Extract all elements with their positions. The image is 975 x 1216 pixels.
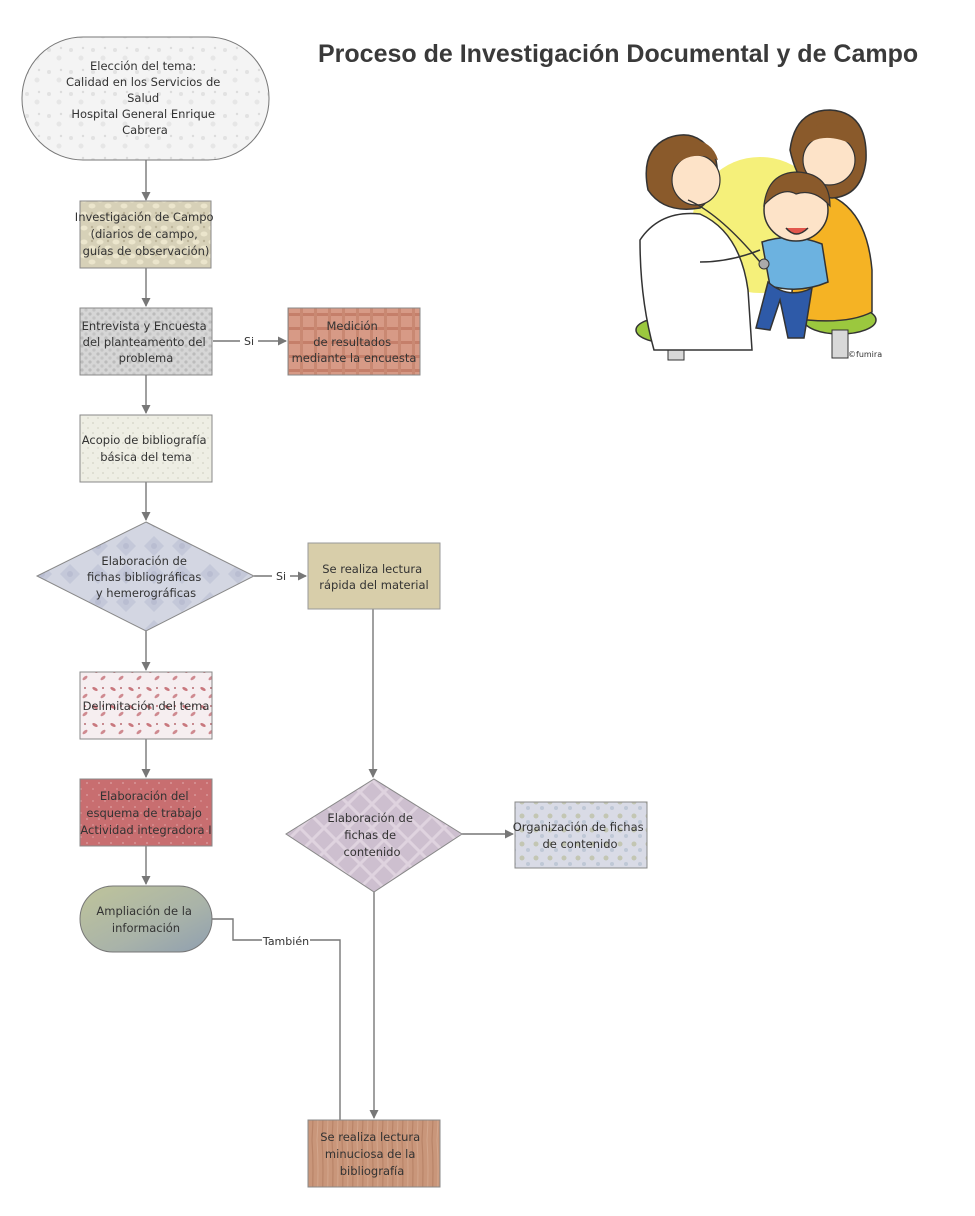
node-fichas-bibliograficas[interactable]: Elaboración de fichas bibliográficas y h… xyxy=(35,521,256,632)
node-esquema-trabajo[interactable]: Elaboración del esquema de trabajo Activ… xyxy=(79,778,213,847)
node-investigacion-campo[interactable]: Investigación de Campo (diarios de campo… xyxy=(75,200,217,269)
node-ampliacion-informacion[interactable]: Ampliación de la información xyxy=(79,885,213,953)
node-acopio-label: Acopio de bibliografía básica del tema xyxy=(82,433,210,464)
node-medicion-label: Medición de resultados mediante la encue… xyxy=(292,319,417,365)
illustration-credit: ©fumira xyxy=(848,350,882,359)
node-entrevista-encuesta[interactable]: Entrevista y Encuesta del planteamento d… xyxy=(79,307,213,376)
page-title: Proceso de Investigación Documental y de… xyxy=(318,40,919,68)
node-lectura-minuciosa-label: Se realiza lectura minuciosa de la bibli… xyxy=(320,1130,424,1178)
node-eleccion-label: Elección del tema: Calidad en los Servic… xyxy=(66,59,224,137)
edge-label-tambien: También xyxy=(262,935,309,948)
node-lectura-rapida[interactable]: Se realiza lectura rápida del material xyxy=(307,542,441,610)
edge-label-si: Si xyxy=(244,335,254,348)
node-entrevista-label: Entrevista y Encuesta del planteamento d… xyxy=(82,319,211,365)
node-medicion-resultados[interactable]: Medición de resultados mediante la encue… xyxy=(287,307,421,376)
node-fichas-contenido[interactable]: Elaboración de fichas de contenido xyxy=(285,778,463,893)
node-investigacion-label: Investigación de Campo (diarios de campo… xyxy=(75,210,217,258)
node-acopio-bibliografia[interactable]: Acopio de bibliografía básica del tema xyxy=(79,414,213,483)
node-ampliacion-label: Ampliación de la información xyxy=(96,904,195,935)
node-delimitacion-tema[interactable]: Delimitación del tema xyxy=(79,671,213,740)
node-lectura-minuciosa[interactable]: Se realiza lectura minuciosa de la bibli… xyxy=(307,1119,441,1188)
doctor-examining-child-illustration: ©fumira xyxy=(626,98,890,364)
node-organizacion-label: Organización de fichas de contenido xyxy=(513,820,648,851)
node-delimitacion-label: Delimitación del tema xyxy=(83,699,210,713)
node-eleccion-tema[interactable]: Elección del tema: Calidad en los Servic… xyxy=(21,36,270,161)
edge-ampliacion-minuciosa xyxy=(212,918,345,1187)
connectors xyxy=(141,160,514,1187)
node-organizacion-fichas[interactable]: Organización de fichas de contenido xyxy=(513,801,648,869)
node-fichas-contenido-label: Elaboración de fichas de contenido xyxy=(327,811,416,859)
node-fichas-bib-label: Elaboración de fichas bibliográficas y h… xyxy=(87,554,205,600)
node-esquema-label: Elaboración del esquema de trabajo Activ… xyxy=(80,789,211,837)
edge-label-si: Si xyxy=(276,570,286,583)
node-lectura-rapida-label: Se realiza lectura rápida del material xyxy=(319,562,429,592)
